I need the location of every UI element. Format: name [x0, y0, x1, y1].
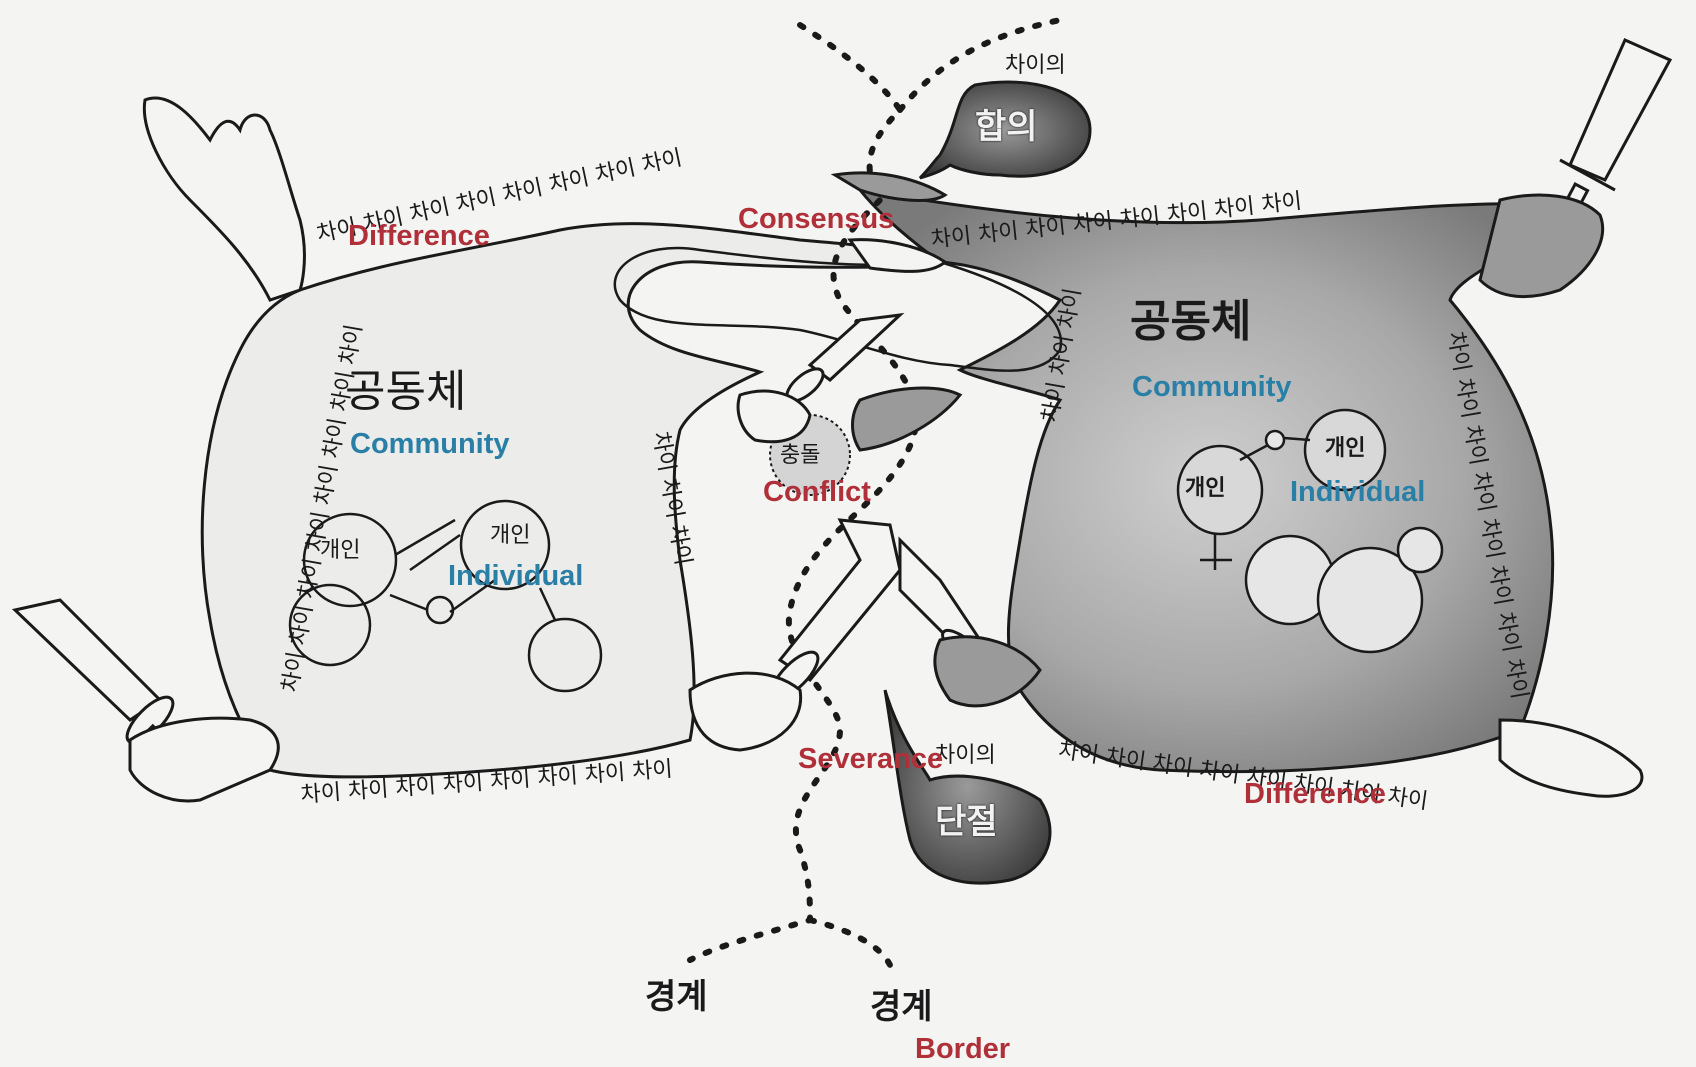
label-consensus: Consensus	[738, 205, 894, 234]
severance-bubble	[885, 690, 1050, 883]
kr-individual-left-b: 개인	[490, 525, 530, 547]
kr-conflict: 충돌	[780, 445, 820, 467]
kr-consensus: 합의	[975, 110, 1038, 144]
kr-border-b: 경계	[870, 990, 933, 1024]
label-border: Border	[915, 1035, 1010, 1064]
kr-consensus-small: 차이의	[1005, 55, 1066, 77]
hand-top-left	[144, 98, 304, 300]
kr-border-a: 경계	[645, 980, 708, 1014]
kr-individual-right-a: 개인	[1185, 478, 1225, 500]
kr-individual-left-a: 개인	[320, 540, 360, 562]
label-individual-left: Individual	[448, 562, 583, 591]
kr-community-left: 공동체	[345, 370, 466, 414]
label-individual-right: Individual	[1290, 478, 1425, 507]
hand-consensus-right	[835, 173, 945, 200]
hand-conflict-right	[853, 388, 961, 450]
kr-community-right: 공동체	[1130, 300, 1251, 344]
label-community-right: Community	[1132, 373, 1292, 402]
label-difference-bottom: Difference	[1244, 780, 1386, 809]
hand-bottom-left	[130, 718, 278, 801]
kr-severance-small: 차이의	[935, 745, 996, 767]
kr-severance: 단절	[935, 805, 998, 839]
label-severance: Severance	[798, 745, 943, 774]
sword-top-right	[1556, 40, 1670, 226]
hand-severance-left	[690, 673, 801, 750]
label-conflict: Conflict	[763, 478, 871, 507]
label-community-left: Community	[350, 430, 510, 459]
kr-individual-right-b: 개인	[1325, 438, 1365, 460]
hand-top-right	[1480, 195, 1603, 297]
hand-bottom-right	[1500, 720, 1642, 796]
label-difference-top: Difference	[348, 222, 490, 251]
